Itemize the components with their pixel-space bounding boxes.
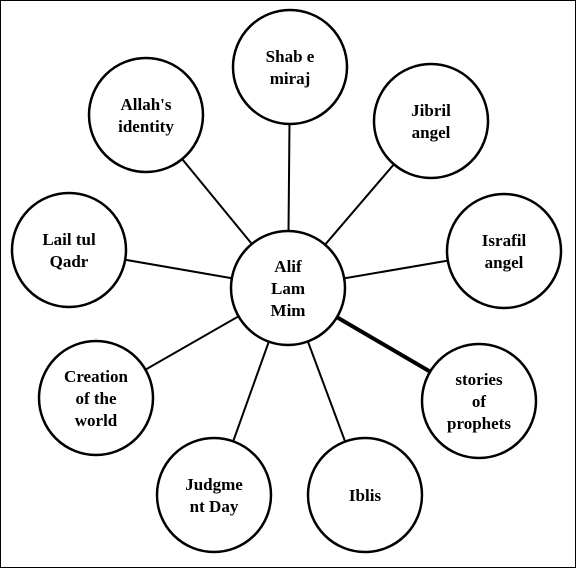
node-label-line: Jibril xyxy=(411,101,451,120)
node-jibril-angel: Jibril angel xyxy=(372,62,490,180)
node-label-line: Lam xyxy=(271,279,305,298)
node-label-line: nt Day xyxy=(190,497,239,516)
node-label-line: miraj xyxy=(270,69,311,88)
node-label-line: Shab e xyxy=(266,47,315,66)
node-allahs-identity: Allah's identity xyxy=(87,56,205,174)
node-label-line: Israfil xyxy=(482,231,527,250)
node-label-line: world xyxy=(75,411,118,430)
node-group: Shab emirajJibrilangelIsrafilangelstorie… xyxy=(10,8,563,554)
node-label-line: Qadr xyxy=(50,252,89,271)
edge-stories-of-prophets xyxy=(326,310,443,380)
node-circle xyxy=(87,56,205,174)
node-label-line: of xyxy=(472,392,487,411)
node-israfil-angel: Israfil angel xyxy=(445,192,563,310)
node-label-line: Alif xyxy=(274,257,302,276)
node-circle xyxy=(372,62,490,180)
node-label-line: angel xyxy=(412,123,451,142)
node-label-line: prophets xyxy=(447,414,511,433)
node-circle xyxy=(155,436,273,554)
node-label-line: angel xyxy=(485,253,524,272)
node-circle xyxy=(420,342,538,460)
node-circle xyxy=(229,229,347,347)
node-label-line: Judgme xyxy=(185,475,243,494)
node-circle xyxy=(10,191,128,309)
node-label-line: Mim xyxy=(271,301,306,320)
node-label-line: Lail tul xyxy=(42,230,96,249)
node-label-line: Allah's xyxy=(120,95,171,114)
node-label-line: Creation xyxy=(64,367,128,386)
node-iblis: Iblis xyxy=(306,436,424,554)
node-creation-of-the-world: Creation of the world xyxy=(37,339,155,457)
node-label-line: stories xyxy=(455,370,503,389)
node-stories-of-prophets: stories of prophets xyxy=(420,342,538,460)
node-circle xyxy=(445,192,563,310)
node-shab-e-miraj: Shab e miraj xyxy=(231,8,349,126)
node-circle xyxy=(231,8,349,126)
node-circle xyxy=(306,436,424,554)
node-judgment-day: Judgme nt Day xyxy=(155,436,273,554)
node-label-line: Iblis xyxy=(349,486,382,505)
node-circle xyxy=(37,339,155,457)
node-label-line: identity xyxy=(118,117,174,136)
node-label-line: of the xyxy=(75,389,117,408)
